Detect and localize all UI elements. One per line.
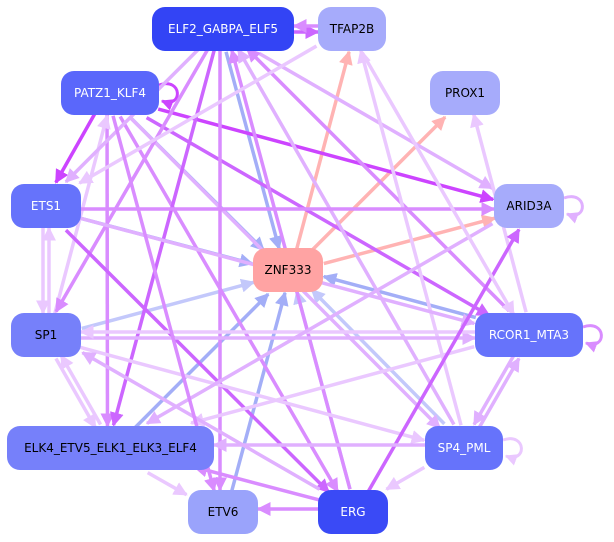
edge-znf333-to-prox1: [310, 115, 447, 252]
edge-elk4_etv5_elk1_elk3_elf4-to-znf333: [133, 292, 270, 430]
edge-erg-to-arid3a: [366, 228, 521, 493]
edge-patz1_klf4-to-erg: [118, 115, 340, 493]
edge-elf2_gabpa_elf5-to-ets1: [64, 47, 201, 184]
edge-tfap2b-to-ets1: [78, 44, 318, 185]
node-znf333[interactable]: ZNF333: [253, 248, 323, 292]
node-rcor1-mta3[interactable]: RCOR1_MTA3: [475, 313, 583, 357]
edge-etv6-to-znf333: [230, 291, 289, 492]
node-label: ZNF333: [264, 263, 312, 277]
edge-sp1-to-znf333: [81, 278, 256, 331]
edge-elk4_etv5_elk1_elk3_elf4-to-etv6: [146, 471, 188, 497]
node-label: ERG: [340, 505, 366, 519]
node-etv6[interactable]: ETV6: [188, 490, 258, 534]
edge-patz1_klf4-to-ets1: [54, 112, 97, 184]
edge-ets1-to-erg: [64, 228, 331, 494]
node-label: ELF2_GABPA_ELF5: [167, 22, 279, 36]
node-tfap2b[interactable]: TFAP2B: [318, 7, 386, 51]
node-ets1[interactable]: ETS1: [11, 184, 81, 228]
node-sp4-pml[interactable]: SP4_PML: [425, 426, 503, 470]
edge-erg-to-sp1: [81, 351, 321, 491]
edge-elf2_gabpa_elf5-to-arid3a: [258, 52, 494, 190]
edge-znf333-to-arid3a: [323, 214, 497, 266]
edge-znf333-to-tfap2b: [295, 50, 353, 250]
node-label: SP4_PML: [437, 441, 491, 455]
node-patz1-klf4[interactable]: PATZ1_KLF4: [61, 71, 159, 115]
edge-erg-to-elk4_etv5_elk1_elk3_elf4: [193, 463, 320, 502]
node-label: ARID3A: [506, 199, 552, 213]
node-label: PATZ1_KLF4: [73, 86, 147, 100]
edge-sp1-to-elk4_etv5_elk1_elk3_elf4: [54, 357, 97, 429]
edge-elk4_etv5_elk1_elk3_elf4-to-sp1: [59, 354, 103, 426]
node-label: SP1: [34, 328, 58, 342]
edge-sp4_pml-to-znf333: [310, 288, 446, 426]
node-label: TFAP2B: [329, 22, 375, 36]
node-prox1[interactable]: PROX1: [430, 71, 500, 115]
edge-rcor1_mta3-to-sp4_pml: [472, 354, 516, 426]
edge-sp4_pml-to-rcor1_mta3: [477, 357, 521, 429]
node-sp1[interactable]: SP1: [11, 313, 81, 357]
node-label: ETV6: [207, 505, 239, 519]
edge-rcor1_mta3-to-elk4_etv5_elk1_elk3_elf4: [189, 344, 475, 427]
node-label: RCOR1_MTA3: [488, 328, 570, 342]
self-loop-edge: [502, 437, 523, 466]
node-elf2-gabpa-elf5[interactable]: ELF2_GABPA_ELF5: [152, 7, 294, 51]
node-elk4-etv5-elk1-elk3-elf4[interactable]: ELK4_ETV5_ELK1_ELK3_ELF4: [7, 426, 214, 470]
node-label: ELK4_ETV5_ELK1_ELK3_ELF4: [24, 441, 197, 455]
edge-sp4_pml-to-erg: [385, 465, 426, 491]
edge-tfap2b-to-rcor1_mta3: [360, 51, 516, 316]
node-label: PROX1: [444, 86, 486, 100]
node-erg[interactable]: ERG: [318, 490, 388, 534]
edge-elf2_gabpa_elf5-to-znf333: [224, 51, 283, 251]
edge-patz1_klf4-to-rcor1_mta3: [145, 116, 491, 318]
node-label: ETS1: [30, 199, 62, 213]
edge-sp1-to-sp4_pml: [79, 345, 426, 444]
node-arid3a[interactable]: ARID3A: [494, 184, 564, 228]
self-loop-edge: [563, 195, 584, 224]
edge-rcor1_mta3-to-znf333: [322, 273, 477, 320]
self-loop-edge: [582, 324, 603, 353]
edge-elf2_gabpa_elf5-to-elk4_etv5_elk1_elk3_elf4: [110, 49, 216, 427]
edge-rcor1_mta3-to-elf2_gabpa_elf5: [245, 47, 511, 313]
edge-arid3a-to-elk4_etv5_elk1_elk3_elf4: [145, 222, 494, 425]
